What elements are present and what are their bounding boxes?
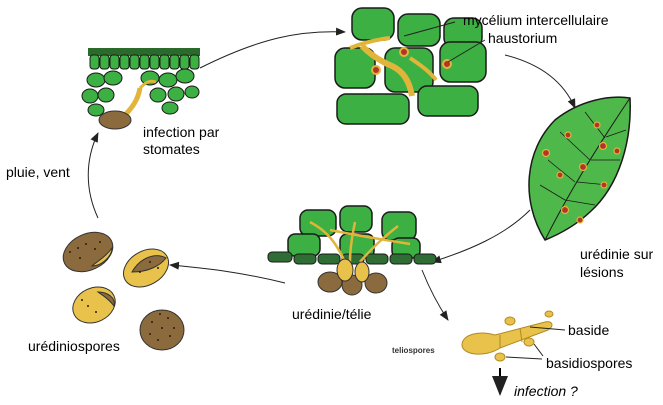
label-uredinia-telia: urédinie/télie — [292, 306, 372, 322]
arrow-leaf-to-uredinia — [431, 209, 531, 264]
label-baside: baside — [568, 322, 610, 338]
arrow-spores-to-infection — [87, 132, 99, 219]
label-infection-stomata-line1: infection par — [143, 124, 220, 140]
label-teliospores: teliospores — [392, 346, 435, 355]
label-rain-wind: pluie, vent — [6, 164, 70, 180]
arrow-uredinia-to-teliospores — [421, 269, 449, 321]
label-uredinia-line2: lésions — [580, 264, 624, 280]
basidium-illustration — [461, 310, 566, 362]
uredinia-telia-illustration — [267, 205, 437, 296]
stomatal-infection-illustration — [81, 48, 200, 130]
label-basidiospores: basidiospores — [546, 355, 633, 371]
label-infection-stomata-line2: stomates — [143, 141, 200, 157]
urediniospores-illustration — [62, 231, 185, 351]
mycelium-cells-illustration — [334, 7, 487, 125]
arrow-infection-to-mycelium — [199, 27, 346, 69]
arrow-uredinia-to-spores — [169, 261, 286, 284]
label-haustorium: haustorium — [488, 30, 558, 46]
label-urediniospores: urédiniospores — [28, 338, 120, 354]
infected-leaf-illustration — [528, 96, 631, 241]
arrow-mycelium-to-leaf — [504, 54, 576, 109]
label-mycelium: mycélium intercellulaire — [463, 12, 609, 28]
label-uredinia-line1: urédinie sur — [580, 246, 654, 262]
label-infection-question: infection ? — [514, 383, 578, 399]
